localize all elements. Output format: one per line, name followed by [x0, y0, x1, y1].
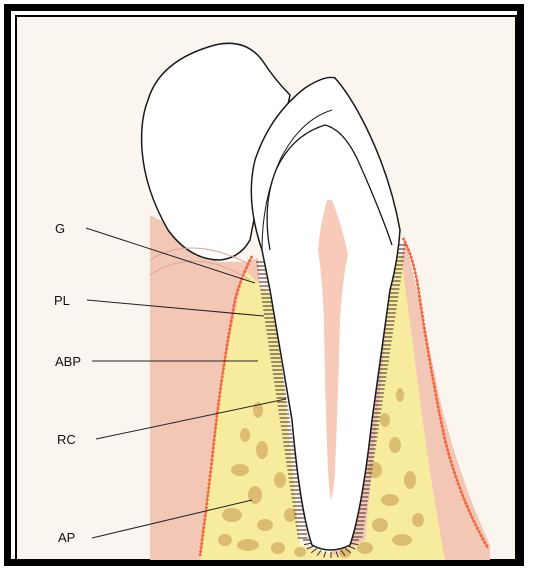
label-abp: ABP	[55, 354, 81, 369]
label-rc: RC	[57, 432, 76, 447]
label-ap: AP	[58, 530, 75, 545]
label-pl: PL	[54, 293, 70, 308]
ligament-fiber	[304, 543, 312, 545]
label-g: G	[55, 221, 65, 236]
